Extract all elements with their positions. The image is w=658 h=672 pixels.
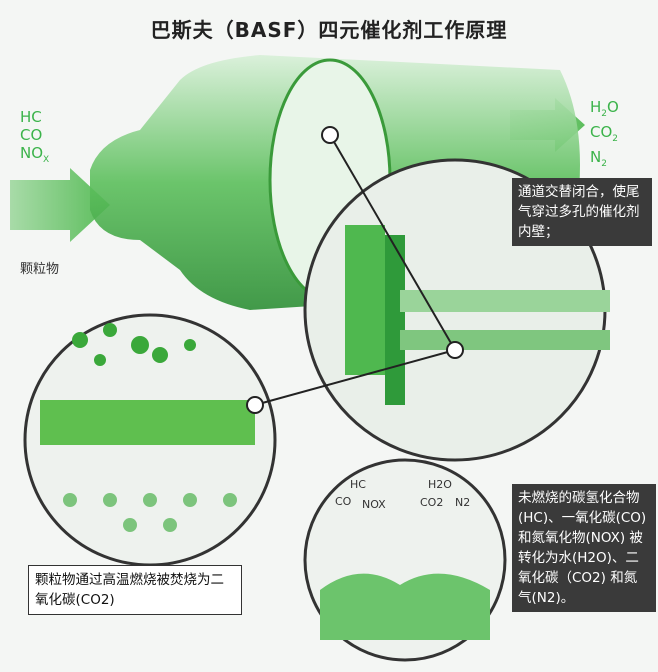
gas-hc: HC (20, 108, 42, 126)
page-title: 巴斯夫（BASF）四元催化剂工作原理 (150, 18, 508, 42)
callout-particles: 颗粒物通过高温燃烧被焚烧为二氧化碳(CO2) (28, 565, 242, 615)
outlet-gases: H2O CO2 N2 (590, 98, 619, 173)
inlet-arrow (10, 168, 110, 242)
callout-walls: 通道交替闭合，使尾气穿过多孔的催化剂内壁； (512, 178, 652, 246)
gas-h2o: H2O (590, 98, 619, 119)
gas-co: CO (20, 126, 43, 144)
reaction-hc: HC (350, 478, 366, 491)
gas-co2: CO2 (590, 123, 619, 144)
inlet-gases: HC CO NOX (20, 108, 49, 169)
gas-nox: NOX (20, 144, 50, 165)
particles-label: 颗粒物 (20, 262, 60, 277)
reaction-co2: CO2 (420, 496, 444, 509)
reaction-nox: NOX (362, 498, 386, 511)
reaction-co: CO (335, 495, 352, 508)
callout-gases: 未燃烧的碳氢化合物(HC)、一氧化碳(CO)和氮氧化物(NOX) 被转化为水(H… (512, 484, 656, 612)
reaction-n2: N2 (455, 496, 471, 509)
gas-n2: N2 (590, 148, 607, 169)
reaction-h2o: H2O (428, 478, 452, 491)
